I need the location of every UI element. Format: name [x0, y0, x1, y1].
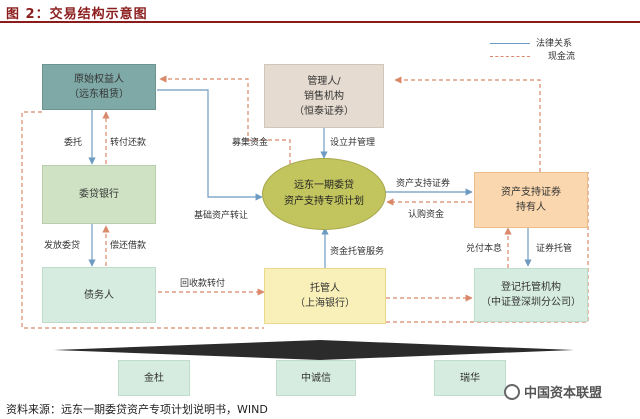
figure-title: 图 2：交易结构示意图 — [6, 7, 148, 22]
spv-line1: 远东一期委贷 — [294, 180, 354, 191]
manager-node: 管理人/ 销售机构 （恒泰证券） — [264, 64, 384, 128]
legend-legal-label: 法律关系 — [536, 39, 573, 49]
legend-cash-label: 现金流 — [548, 52, 576, 62]
manager-entity: （恒泰证券） — [294, 105, 354, 117]
spv-node: 远东一期委贷 资产支持专项计划 — [262, 158, 386, 230]
entrust-bank-label: 委贷银行 — [79, 189, 119, 200]
manager-role: 管理人/ — [307, 75, 341, 87]
holders-node: 资产支持证券 持有人 — [474, 172, 588, 228]
spv-line2: 资产支持专项计划 — [284, 196, 364, 207]
label-transfer-repay: 转付还款 — [110, 138, 147, 148]
holders-line2: 持有人 — [516, 202, 546, 213]
label-raise-funds: 募集资金 — [232, 138, 269, 148]
label-underlying-transfer: 基础资产转让 — [194, 211, 249, 221]
registrar-entity: （中证登深圳分公司） — [481, 297, 581, 308]
legend-cash-line — [490, 56, 530, 57]
originator-entity: （远东租赁） — [69, 89, 129, 100]
label-sec-custody: 证券托管 — [536, 244, 573, 254]
watermark-text: 中国资本联盟 — [524, 386, 603, 401]
source-note: 资料来源：远东一期委贷资产专项计划说明书，WIND — [6, 403, 268, 416]
label-setup-manage: 设立并管理 — [330, 138, 376, 148]
label-entrust: 委托 — [64, 138, 83, 148]
holders-line1: 资产支持证券 — [501, 187, 561, 198]
label-issue-loan: 发放委贷 — [44, 241, 81, 251]
label-abs: 资产支持证券 — [396, 179, 451, 189]
custodian-role: 托管人 — [310, 283, 340, 294]
custodian-node: 托管人 （上海银行） — [264, 268, 386, 324]
title-divider — [0, 21, 640, 23]
entrust-bank-node: 委贷银行 — [42, 165, 156, 224]
debtor-label: 债务人 — [84, 289, 114, 301]
rating-agency-node: 中诚信 — [276, 360, 356, 396]
watermark: 中国资本联盟 — [504, 382, 602, 401]
label-custody-service: 资金托管服务 — [330, 247, 385, 257]
registrar-role: 登记托管机构 — [501, 282, 561, 293]
legend-legal-line — [490, 43, 530, 44]
label-collection-transfer: 回收款转付 — [180, 279, 226, 289]
rating-agency-label: 中诚信 — [301, 372, 331, 384]
law-firm-label: 金杜 — [144, 372, 164, 384]
originator-node: 原始权益人 （远东租赁） — [42, 64, 156, 110]
label-pay-principal: 兑付本息 — [466, 244, 503, 254]
label-subscribe: 认购资金 — [408, 210, 445, 220]
law-firm-node: 金杜 — [118, 360, 190, 396]
debtor-node: 债务人 — [42, 267, 156, 323]
label-repay-loan: 偿还借款 — [110, 241, 147, 251]
originator-name: 原始权益人 — [74, 74, 124, 85]
accountant-node: 瑞华 — [434, 360, 506, 396]
manager-sales: 销售机构 — [304, 90, 344, 102]
custodian-entity: （上海银行） — [295, 298, 355, 309]
registrar-node: 登记托管机构 （中证登深圳分公司） — [474, 268, 588, 322]
accountant-label: 瑞华 — [460, 372, 480, 384]
wechat-icon — [504, 383, 520, 400]
